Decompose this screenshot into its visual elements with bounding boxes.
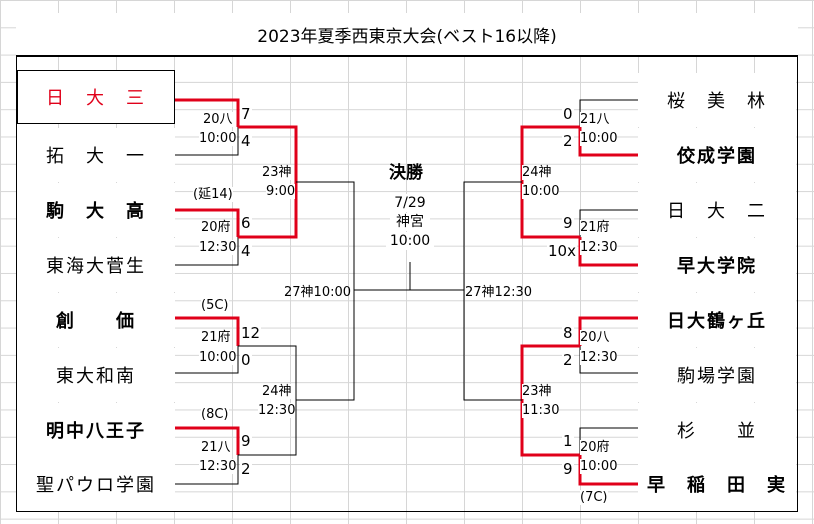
left-r16-2-score-top: 6: [240, 214, 252, 232]
right-qf-2-time: 11:30: [522, 403, 560, 418]
left-r16-2-win-path: [175, 208, 240, 237]
team-left-5: 創 価: [17, 293, 175, 347]
left-r16-1-adv-path: [238, 125, 298, 182]
left-qf-1-venue: 23神: [262, 165, 292, 180]
right-qf-1-out-path: [463, 181, 522, 290]
right-qf-1-time: 10:00: [522, 184, 560, 199]
right-r16-2-adv-path: [520, 182, 580, 239]
team-right-2: 佼成学園: [638, 128, 796, 182]
left-qf-2-venue: 24神: [262, 384, 292, 399]
left-r16-4-win-path: [175, 426, 240, 455]
left-r16-4-adv-path: [238, 400, 297, 456]
left-r16-3-lose-path: [175, 346, 239, 374]
left-r16-1-score-top: 7: [240, 105, 252, 123]
right-r16-2-time: 12:30: [580, 240, 618, 255]
team-left-3: 駒 大 高: [17, 183, 175, 237]
left-r16-3-adv-path: [238, 345, 297, 400]
left-r16-1-venue: 20八: [203, 112, 233, 127]
left-r16-1-time: 10:00: [199, 131, 237, 146]
right-qf-1-venue: 24神: [522, 165, 552, 180]
team-right-4: 早大学院: [638, 238, 796, 292]
left-qf-2-out-path: [296, 290, 355, 401]
left-r16-3-time: 10:00: [199, 350, 237, 365]
right-r16-4-venue: 20府: [580, 440, 610, 455]
final-title: 決勝: [389, 163, 423, 183]
left-r16-1-win-path: [175, 98, 240, 127]
left-sf-info: 27神10:00: [284, 285, 352, 300]
left-r16-2-lose-path: [175, 237, 239, 266]
final-date: 7/29: [390, 194, 430, 212]
team-left-8: 聖パウロ学園: [17, 457, 175, 511]
left-r16-3-score-top: 12: [240, 324, 262, 342]
team-right-6: 駒場学園: [638, 348, 796, 402]
left-r16-4-score-bottom: 2: [240, 460, 252, 478]
left-r16-3-note: (5C): [201, 298, 229, 313]
right-r16-2-score-top: 9: [562, 214, 574, 232]
team-right-1: 桜 美 林: [638, 73, 796, 127]
right-r16-4-time: 10:00: [580, 459, 618, 474]
left-r16-4-score-top: 9: [240, 432, 252, 450]
right-r16-3-score-bottom: 2: [562, 351, 574, 369]
left-qf-2-time: 12:30: [258, 403, 296, 418]
right-r16-1-score-bottom: 2: [562, 132, 574, 150]
right-r16-3-score-top: 8: [562, 324, 574, 342]
team-left-4: 東海大菅生: [17, 238, 175, 292]
left-r16-2-note: (延14): [193, 187, 233, 202]
left-qf-1-out-path: [296, 181, 355, 290]
right-r16-3-venue: 20八: [580, 330, 610, 345]
left-r16-4-lose-path: [175, 455, 239, 485]
right-r16-3-time: 12:30: [580, 350, 618, 365]
right-sf-info: 27神12:30: [465, 285, 533, 300]
right-r16-4-score-bottom: 9: [562, 460, 574, 478]
team-right-7: 杉 並: [638, 403, 796, 457]
bracket-title: 2023年夏季西東京大会(ベスト16以降): [16, 13, 798, 57]
left-r16-2-time: 12:30: [199, 240, 237, 255]
right-qf-2-venue: 23神: [522, 384, 552, 399]
left-qf-1-time: 9:00: [266, 184, 296, 199]
team-right-8: 早 稲 田 実: [638, 457, 796, 511]
right-r16-1-time: 10:00: [580, 131, 618, 146]
left-r16-4-note: (8C): [201, 407, 229, 422]
left-r16-4-time: 12:30: [199, 459, 237, 474]
left-r16-3-win-path: [175, 316, 240, 346]
left-r16-2-venue: 20府: [201, 220, 231, 235]
right-r16-2-venue: 21府: [580, 220, 610, 235]
right-r16-4-score-top: 1: [562, 432, 574, 450]
right-qf-2-out-path: [463, 290, 522, 401]
left-r16-2-adv-path: [238, 182, 298, 239]
right-r16-2-score-bottom: 10x: [547, 242, 577, 260]
right-r16-1-adv-path: [520, 125, 580, 182]
left-r16-3-venue: 21府: [201, 330, 231, 345]
team-left-2: 拓 大 一: [17, 128, 175, 182]
team-right-3: 日 大 二: [638, 183, 796, 237]
team-right-5: 日大鶴ヶ丘: [638, 293, 796, 347]
right-r16-1-score-top: 0: [562, 105, 574, 123]
right-r16-4-note: (7C): [580, 490, 608, 505]
right-r16-4-adv-path: [520, 400, 580, 457]
right-r16-3-adv-path: [520, 344, 580, 400]
right-r16-1-venue: 21八: [580, 112, 610, 127]
final-venue: 神宮: [390, 213, 430, 231]
final-time: 10:00: [386, 232, 434, 250]
left-r16-2-score-bottom: 4: [240, 242, 252, 260]
team-left-1: 日 大 三: [17, 70, 175, 124]
left-r16-3-score-bottom: 0: [240, 351, 252, 369]
team-left-7: 明中八王子: [17, 403, 175, 457]
left-r16-4-venue: 21八: [201, 440, 231, 455]
left-r16-1-lose-path: [175, 127, 239, 156]
left-r16-1-score-bottom: 4: [240, 132, 252, 150]
team-left-6: 東大和南: [17, 348, 175, 402]
